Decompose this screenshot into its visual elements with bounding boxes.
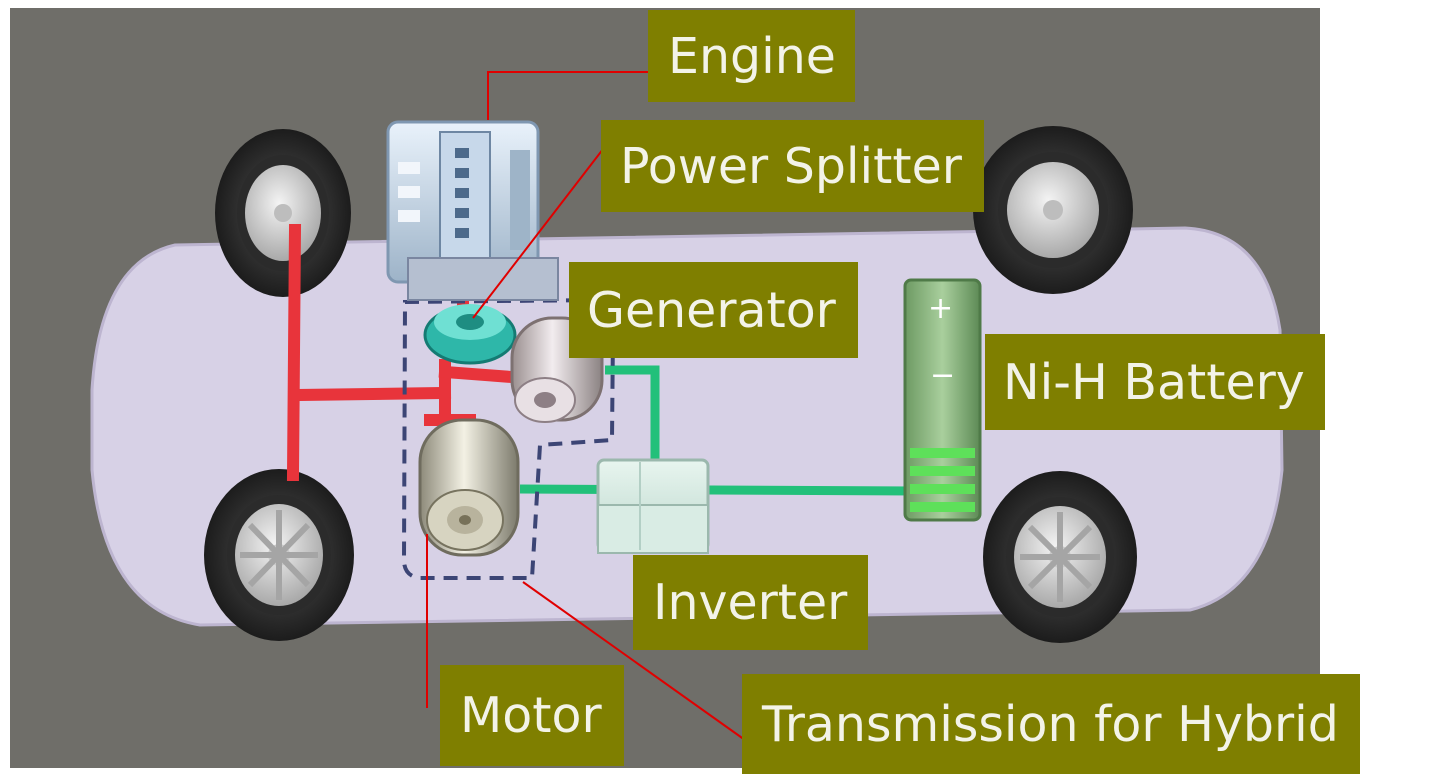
generator-label: Generator bbox=[569, 262, 858, 358]
engine-block bbox=[386, 120, 559, 301]
power-splitter-label: Power Splitter bbox=[601, 120, 984, 212]
motor-unit bbox=[418, 418, 520, 557]
inverter-unit bbox=[596, 458, 710, 554]
car-body-outline bbox=[90, 226, 1284, 627]
engine-label: Engine bbox=[648, 10, 855, 102]
battery-label: Ni-H Battery bbox=[985, 334, 1325, 430]
front-left-wheel bbox=[215, 129, 351, 297]
inverter-label: Inverter bbox=[633, 555, 869, 650]
transaxle-housing-outline bbox=[401, 297, 616, 580]
transmission-label: Transmission for Hybrid bbox=[742, 674, 1360, 774]
electrical-lines bbox=[519, 365, 916, 496]
engine-leader bbox=[487, 71, 648, 120]
rear-left-wheel bbox=[973, 126, 1133, 294]
front-right-wheel bbox=[204, 469, 354, 641]
mechanical-drive-lines bbox=[286, 223, 532, 482]
power-splitter-leader bbox=[472, 139, 611, 319]
transmission-leader bbox=[522, 581, 746, 741]
battery-pack: + − bbox=[903, 278, 982, 522]
svg-text:+: + bbox=[928, 291, 953, 326]
motor-label: Motor bbox=[440, 665, 624, 766]
leader-lines bbox=[426, 71, 746, 741]
svg-text:−: − bbox=[930, 358, 955, 393]
power-splitter-unit bbox=[423, 304, 517, 365]
rear-right-wheel bbox=[983, 471, 1137, 643]
